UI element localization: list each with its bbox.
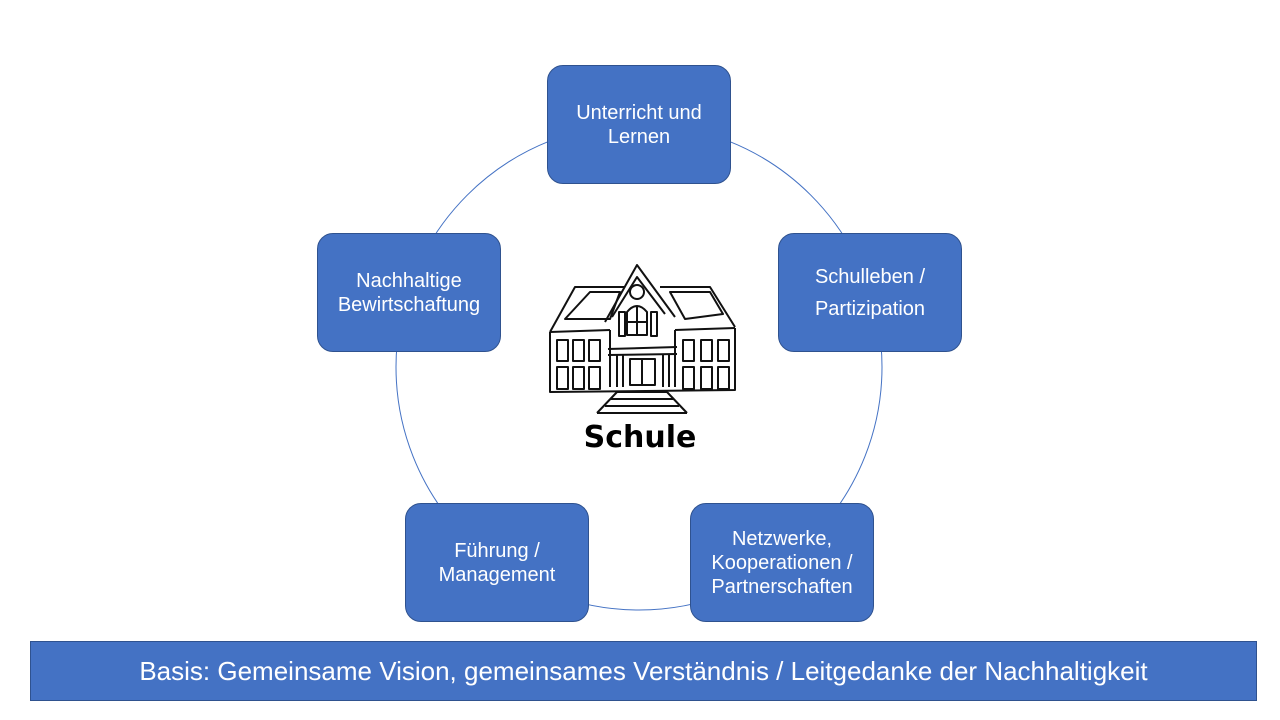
node-netzwerke: Netzwerke, Kooperationen / Partnerschaft… bbox=[690, 503, 874, 622]
basis-banner: Basis: Gemeinsame Vision, gemeinsames Ve… bbox=[30, 641, 1257, 701]
node-fuehrung: Führung / Management bbox=[405, 503, 589, 622]
node-schulleben: Schulleben / Partizipation bbox=[778, 233, 962, 352]
center-label: Schule bbox=[583, 420, 697, 455]
node-bewirtschaftung: Nachhaltige Bewirtschaftung bbox=[317, 233, 501, 352]
node-unterricht: Unterricht und Lernen bbox=[547, 65, 731, 184]
school-building-icon bbox=[549, 264, 736, 414]
